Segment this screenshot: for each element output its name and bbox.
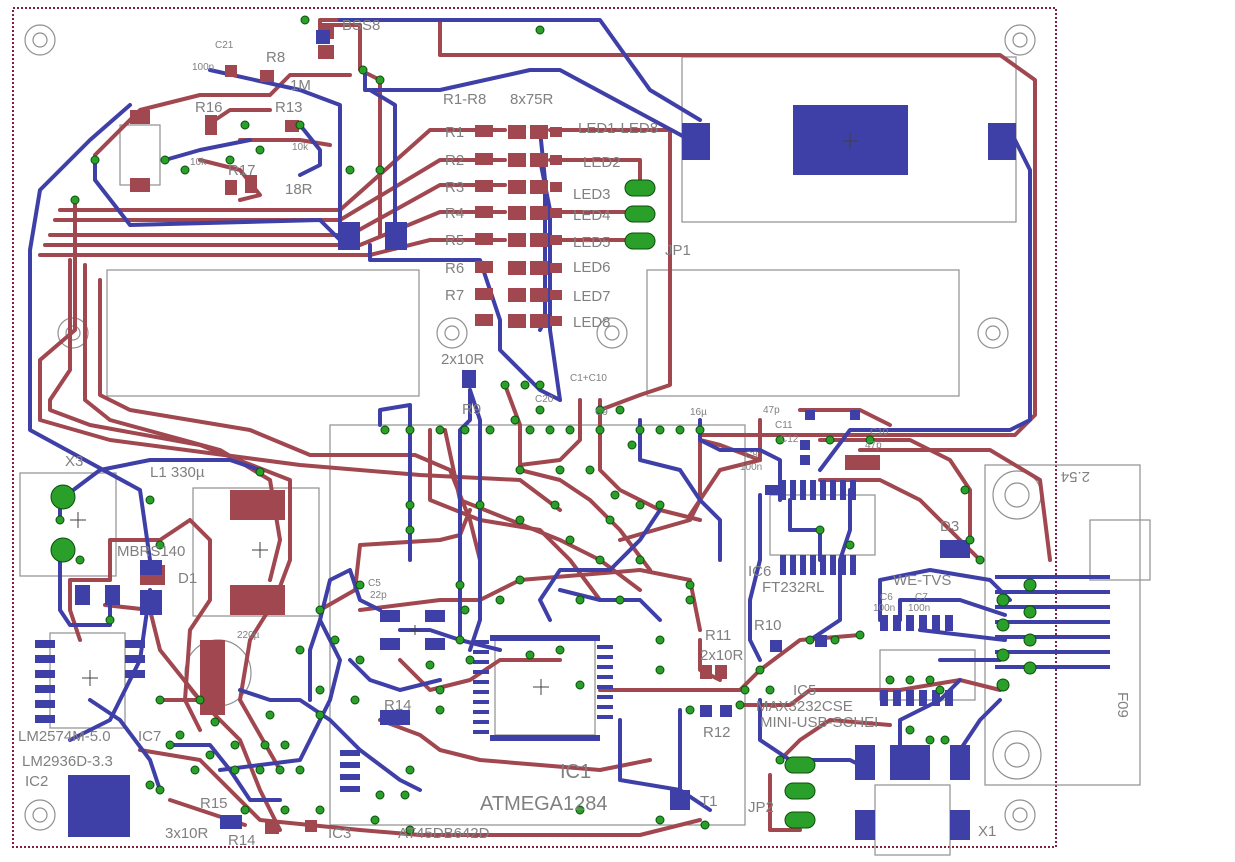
- label-r13: R13: [275, 99, 303, 116]
- label-mbrs: MBRS140: [117, 543, 185, 560]
- dsub-connector: [995, 575, 1110, 692]
- label-conn-name: F09: [1114, 692, 1131, 718]
- label-ic2: IC2: [25, 773, 48, 790]
- label-c1c10: C1+C10: [570, 373, 607, 384]
- vias: [55, 15, 985, 835]
- label-miniusb: MINI-USB-SCHEI: [760, 714, 878, 731]
- label-ft232: FT232RL: [762, 579, 825, 596]
- bottom-copper-traces: [28, 18, 1032, 812]
- label-r11: R11: [705, 627, 731, 644]
- label-lm2936: LM2936D-3.3: [22, 753, 113, 770]
- label-r12: R12: [703, 724, 731, 741]
- label-r16-value: 10k: [190, 157, 207, 168]
- board-outline: [12, 7, 1057, 848]
- label-jp2: JP2: [748, 799, 774, 816]
- label-r14b: R14: [228, 832, 256, 849]
- label-c7-value: 100n: [908, 603, 930, 614]
- label-r16: R16: [195, 99, 223, 116]
- label-led4: LED4: [573, 207, 611, 224]
- label-r9-value: 2x10R: [441, 351, 485, 368]
- silkscreen-labels: C21 100n R8 1M BSS8 R16 R13 10k 10k R17 …: [18, 17, 1131, 849]
- label-c9: C9: [595, 407, 608, 418]
- label-c6-value: 100n: [873, 603, 895, 614]
- label-c16u: 16µ: [690, 407, 707, 418]
- label-c7: C7: [915, 592, 928, 603]
- label-c21: C21: [215, 40, 234, 51]
- label-ic6: IC6: [748, 563, 771, 580]
- label-r1r8-value: 8x75R: [510, 91, 554, 108]
- mounting-holes: [24, 24, 1036, 831]
- label-ic7: IC7: [138, 728, 161, 745]
- label-led7: LED7: [573, 288, 611, 305]
- label-c220: 220µ: [237, 630, 260, 641]
- label-c5-value: 22p: [370, 590, 387, 601]
- label-wetvs: WE-TVS: [893, 572, 951, 589]
- label-c8: C8: [745, 450, 758, 461]
- label-x3: X3: [65, 453, 83, 470]
- jumper-pads: [50, 179, 816, 829]
- label-t1: T1: [700, 793, 718, 810]
- label-ic3: IC3: [328, 825, 351, 842]
- label-r5: R5: [445, 232, 464, 249]
- label-conn-value: 2.54: [1061, 468, 1090, 485]
- label-r8-value: 1M: [290, 77, 311, 94]
- label-led6: LED6: [573, 259, 611, 276]
- label-jp1: JP1: [665, 242, 691, 259]
- label-led8: LED8: [573, 314, 611, 331]
- label-led5: LED5: [573, 234, 611, 251]
- label-led1-led8: LED1-LED8: [578, 120, 658, 137]
- origin-crosses: [70, 133, 858, 695]
- label-c6: C6: [880, 592, 893, 603]
- label-r9: R9: [462, 401, 481, 418]
- label-c47p: 47p: [763, 405, 780, 416]
- label-r1r8: R1-R8: [443, 91, 486, 108]
- label-c5: C5: [368, 578, 381, 589]
- label-r15-value: 3x10R: [165, 825, 209, 842]
- top-pads: [60, 25, 880, 834]
- label-r15: R15: [200, 795, 228, 812]
- label-r7: R7: [445, 287, 464, 304]
- label-d3: D3: [940, 518, 959, 535]
- label-r6: R6: [445, 260, 464, 277]
- label-c21-value: 100n: [192, 62, 214, 73]
- label-lm2574: LM2574M-5.0: [18, 728, 111, 745]
- label-r13-value: 10k: [292, 142, 309, 153]
- label-d1: D1: [178, 570, 197, 587]
- label-c8-value: 100n: [740, 462, 762, 473]
- label-bss: BSS8: [342, 17, 380, 34]
- label-r4: R4: [445, 205, 464, 222]
- label-r11-value: 2x10R: [700, 647, 744, 664]
- label-led3: LED3: [573, 186, 611, 203]
- label-c20: C20: [535, 394, 554, 405]
- label-r10: R10: [754, 617, 782, 634]
- label-r8: R8: [266, 49, 285, 66]
- label-c47p-2: 47p: [865, 440, 882, 451]
- label-r1: R1: [445, 124, 464, 141]
- label-c12: C12: [780, 434, 799, 445]
- label-led2: LED2: [583, 154, 621, 171]
- label-max: MAX3232CSE: [756, 698, 853, 715]
- label-c10: C10: [870, 427, 889, 438]
- label-l1: L1 330µ: [150, 464, 205, 481]
- label-x1: X1: [978, 823, 996, 840]
- label-atmega: ATMEGA1284: [480, 793, 607, 815]
- label-r17: R17: [228, 162, 256, 179]
- label-c11: C11: [775, 420, 793, 431]
- label-r17-value: 18R: [285, 181, 313, 198]
- label-r2: R2: [445, 152, 464, 169]
- label-r3: R3: [445, 179, 464, 196]
- label-ic1: IC1: [560, 761, 591, 783]
- label-ic5: IC5: [793, 682, 816, 699]
- label-at45: AT45DB642D: [398, 825, 490, 842]
- label-r14: R14: [384, 697, 412, 714]
